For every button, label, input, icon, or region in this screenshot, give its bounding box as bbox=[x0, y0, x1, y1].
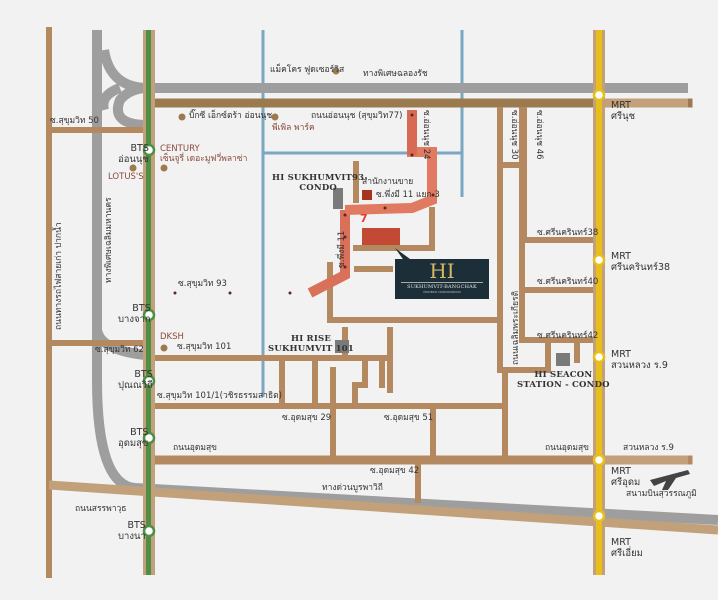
project-site-icon bbox=[362, 228, 400, 245]
road-soi-phueng-mi11: ซ.พึ่งมี 11 bbox=[337, 230, 347, 268]
mrt-line bbox=[593, 30, 605, 575]
label-sales-office: สำนักงานขาย bbox=[362, 177, 414, 187]
project-logo-callout: HI SUKHUMVIT-BANGCHAK MODERN CONDOMINIUM bbox=[395, 259, 489, 299]
road-rail-road: ถนนทางรถไฟสายเก่า ปากน้ำ bbox=[54, 222, 64, 330]
road-soi-sukhumvit101: ซ.สุขุมวิท 101 bbox=[177, 342, 232, 352]
seven-eleven-icon: 7 bbox=[360, 212, 368, 225]
road-on-nut: ถนนอ่อนนุช (สุขุมวิท77) bbox=[311, 111, 403, 121]
road-chalerm-phrakiat: ถนนเฉลิมพระเกียรติ bbox=[511, 290, 521, 365]
road-soi-sukhumvit50: ซ.สุขุมวิท 50 bbox=[50, 116, 99, 126]
road-burapha-withi: ทางด่วนบูรพาวิถี bbox=[322, 483, 383, 493]
road-chaloem-maha-nakhon: ทางพิเศษเฉลิมมหานคร bbox=[104, 197, 114, 283]
poi-lotus: LOTUS'S bbox=[108, 172, 144, 182]
poi-people-park: พีเพิล พาร์ค bbox=[272, 123, 315, 133]
poi-dksh: DKSH bbox=[160, 332, 184, 342]
project-tagline: MODERN CONDOMINIUM bbox=[423, 290, 461, 294]
route-to-project bbox=[155, 110, 437, 298]
road-suan-luang-r9: สวนหลวง ร.9 bbox=[623, 443, 674, 453]
sales-office-icon bbox=[362, 190, 372, 200]
road-udomsuk-left: ถนนอุดมสุข bbox=[173, 443, 217, 453]
mrt-station-markers bbox=[592, 88, 606, 523]
road-chalong-rat: ทางพิเศษฉลองรัช bbox=[363, 69, 428, 79]
road-soi-srinakarin40: ซ.ศรีนครินทร์40 bbox=[537, 277, 599, 287]
road-soi-udomsuk51: ซ.อุดมสุข 51 bbox=[384, 413, 434, 423]
road-soi-udomsuk42: ซ.อุดมสุข 42 bbox=[370, 466, 420, 476]
hi-rise-building-icon bbox=[335, 340, 349, 353]
poi-dots bbox=[129, 67, 340, 352]
road-soi-on-nut46: ซ.อ่อนนุช 46 bbox=[534, 110, 544, 160]
project-name: SUKHUMVIT-BANGCHAK bbox=[401, 282, 483, 290]
road-soi-sukhumvit93: ซ.สุขุมวิท 93 bbox=[178, 279, 227, 289]
callout-pointer bbox=[395, 248, 410, 262]
route-arrows bbox=[173, 113, 435, 295]
airplane-icon bbox=[650, 470, 690, 490]
hi-seacon-building-icon bbox=[556, 353, 570, 366]
label-airport: สนามบินสุวรรณภูมิ bbox=[626, 489, 697, 499]
road-soi-sukhumvit62: ซ.สุขุมวิท 62 bbox=[95, 345, 144, 355]
project-logo: HI bbox=[429, 259, 455, 283]
road-sanphawut: ถนนสรรพาวุธ bbox=[75, 504, 127, 514]
poi-macro: แม็คโคร ฟูดเซอร์วิส bbox=[270, 65, 345, 75]
road-soi-sukhumvit101-1: ซ.สุขุมวิท 101/1(วชิรธรรมสาธิต) bbox=[157, 391, 282, 401]
road-udomsuk-right: ถนนอุดมสุข bbox=[545, 443, 589, 453]
road-soi-srinakarin38: ซ.ศรีนครินทร์38 bbox=[537, 228, 599, 238]
road-soi-udomsuk29: ซ.อุดมสุข 29 bbox=[282, 413, 332, 423]
road-soi-phueng-mi11-3: ซ.พึ่งมี 11 แยก 3 bbox=[376, 190, 440, 200]
road-soi-srinakarin42: ซ.ศรีนครินทร์42 bbox=[537, 331, 599, 341]
hi-sukhumvit93-building-icon bbox=[333, 188, 343, 209]
road-soi-on-nut30: ซ.อ่อนนุช 30 bbox=[509, 110, 519, 160]
poi-bigc: บิ๊กซี เอ็กซ์ตร้า อ่อนนุช bbox=[189, 111, 273, 121]
road-soi-on-nut24: ซ.อ่อนนุช 24 bbox=[421, 110, 431, 160]
bts-station-markers bbox=[142, 143, 156, 538]
major-roads bbox=[48, 98, 718, 535]
